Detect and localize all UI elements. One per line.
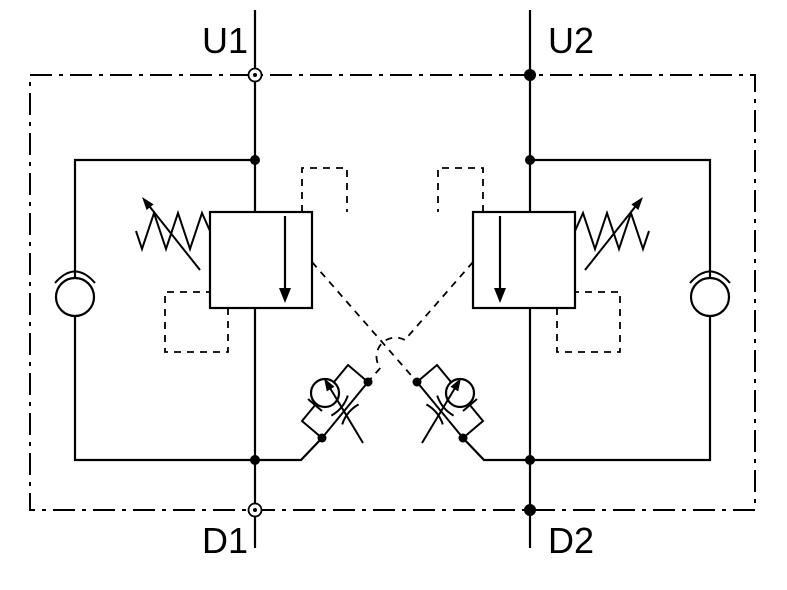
port-u2-symbol xyxy=(524,69,536,81)
port-d2-symbol xyxy=(524,504,536,516)
pilot-throttle-check-left xyxy=(255,363,369,462)
check-seat-right xyxy=(689,270,731,284)
spring-right xyxy=(574,209,650,253)
port-u1-symbol xyxy=(247,67,263,83)
junction-dots xyxy=(250,155,535,465)
valve-body-right xyxy=(471,210,577,310)
pilot-throttle-check-right xyxy=(416,363,530,462)
valve-body-left xyxy=(208,210,314,310)
port-label-u1: U1 xyxy=(202,20,248,61)
throttle-adjust-arrow-right xyxy=(421,382,459,444)
pilot-check-ball-left xyxy=(309,377,341,409)
pilot-chamber-upper-right-valve xyxy=(437,167,484,212)
pilot-check-seat-left xyxy=(307,398,323,412)
pilot-check-seat-right xyxy=(462,398,478,412)
cross-pilot-lines xyxy=(311,261,474,383)
port-label-u2: U2 xyxy=(548,20,594,61)
check-seat-left xyxy=(54,270,96,284)
check-ball-right xyxy=(689,276,731,318)
counterbalance-cartridge-right xyxy=(437,167,650,353)
counterbalance-cartridge-left xyxy=(135,167,348,353)
spring-adjust-arrow-left xyxy=(145,201,201,271)
envelope-border xyxy=(29,74,756,511)
pilot-check-ball-right xyxy=(444,377,476,409)
check-valve-left xyxy=(54,158,255,462)
port-d1-symbol xyxy=(247,502,263,518)
spring-left xyxy=(135,209,211,253)
port-label-d1: D1 xyxy=(202,520,248,561)
check-ball-left xyxy=(54,276,96,318)
pilot-chamber-upper-left-valve xyxy=(301,167,348,212)
pilot-chamber-lower-right-valve xyxy=(556,291,621,353)
pilot-chamber-lower-left-valve xyxy=(164,291,229,353)
throttle-adjust-arrow-left xyxy=(326,382,364,444)
check-valve-right xyxy=(530,158,731,462)
port-label-d2: D2 xyxy=(548,520,594,561)
spring-adjust-arrow-right xyxy=(584,201,640,271)
line-jump-arc xyxy=(375,336,406,369)
